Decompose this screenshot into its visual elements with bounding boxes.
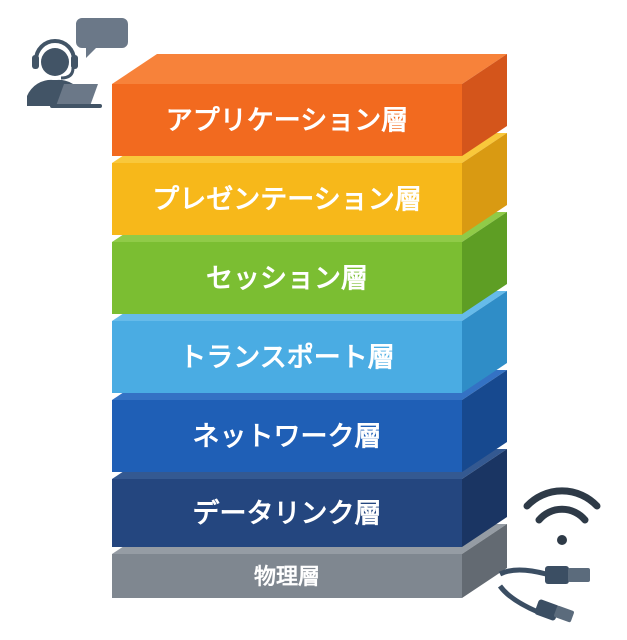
layer-side-face [462,291,507,393]
layer-label: アプリケーション層 [166,106,408,137]
layer-front-face [112,242,462,314]
layer-label: ネットワーク層 [193,422,382,453]
layer-side-face [462,524,507,598]
layer-side-face [462,54,507,156]
layer-front-face [112,321,462,393]
layer-front-face [112,479,462,547]
layer-top-face [112,54,507,84]
layer-side-face [462,370,507,472]
layer-label: データリンク層 [193,498,382,530]
layer-label: 物理層 [254,564,320,590]
layer-front-face [112,84,462,156]
layer-label: プレゼンテーション層 [152,185,421,216]
usb-cable-icon [497,566,590,623]
wifi-icon [523,487,601,545]
layer-label: セッション層 [206,264,368,295]
layer-side-face [462,212,507,314]
layer-side-face [462,133,507,235]
layer-side-face [462,449,507,547]
layer-label: トランスポート層 [179,343,394,374]
layer-front-face [112,554,462,598]
layer-front-face [112,163,462,235]
osi-layer-1: アプリケーション層 [112,54,507,156]
headset-user-laptop-icon [27,18,128,108]
layer-front-face [112,400,462,472]
